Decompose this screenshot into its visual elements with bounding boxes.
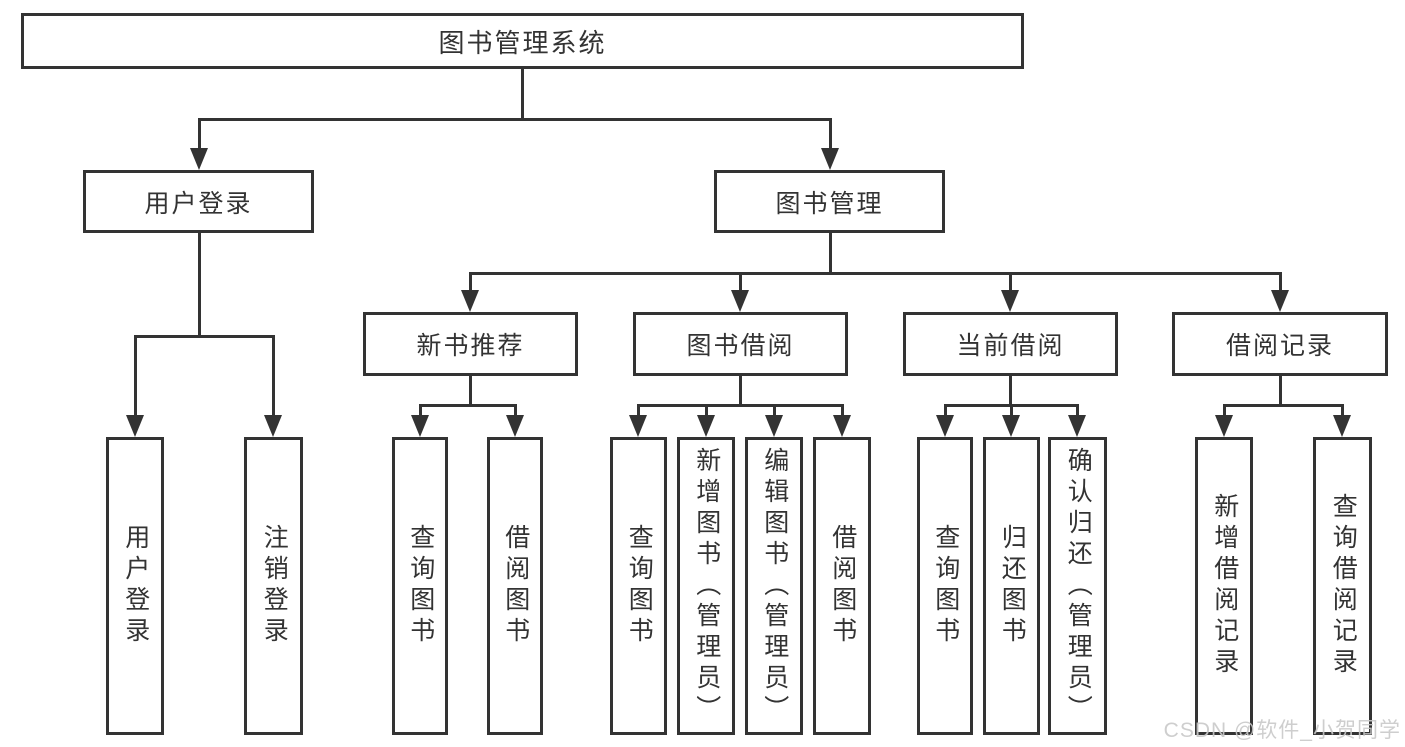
leaf-return-books: 归还图书 [983, 437, 1040, 735]
node-borrowing-records: 借阅记录 [1172, 312, 1388, 376]
connector-line [704, 404, 708, 416]
node-book-borrowing: 图书借阅 [633, 312, 848, 376]
leaf-confirm-return-admin: 确认归还（管理员） [1048, 437, 1107, 735]
node-label: 确认归还（管理员） [1064, 446, 1093, 726]
arrow-down-icon [731, 290, 749, 312]
leaf-borrow-books: 借阅图书 [813, 437, 871, 735]
node-library-management-system: 图书管理系统 [21, 13, 1024, 69]
connector-line [1008, 376, 1012, 406]
leaf-query-borrow-record: 查询借阅记录 [1313, 437, 1372, 735]
arrow-down-icon [1002, 415, 1020, 437]
arrow-down-icon [461, 290, 479, 312]
connector-line [197, 117, 201, 149]
connector-line [1278, 272, 1282, 292]
arrow-down-icon [1215, 415, 1233, 437]
connector-line [1222, 404, 1226, 416]
leaf-query-books-current: 查询图书 [917, 437, 973, 735]
connector-line [636, 404, 844, 407]
node-current-borrowing: 当前借阅 [903, 312, 1118, 376]
connector-line [1008, 272, 1012, 292]
node-label: 查询图书 [625, 524, 654, 648]
node-label: 图书借阅 [686, 332, 795, 360]
arrow-down-icon [833, 415, 851, 437]
arrow-down-icon [629, 415, 647, 437]
node-label: 查询借阅记录 [1329, 493, 1358, 679]
connector-line [271, 335, 275, 415]
node-label: 用户登录 [121, 524, 150, 648]
arrow-down-icon [1068, 415, 1086, 437]
leaf-edit-books-admin: 编辑图书（管理员） [745, 437, 803, 735]
connector-line [418, 404, 517, 407]
connector-line [1075, 404, 1079, 416]
connector-line [738, 376, 742, 406]
connector-line [943, 404, 947, 416]
node-label: 图书管理系统 [438, 27, 607, 58]
node-label: 图书管理 [775, 189, 884, 218]
node-book-management: 图书管理 [714, 170, 945, 233]
connector-line [418, 404, 422, 416]
leaf-add-borrow-record: 新增借阅记录 [1195, 437, 1253, 735]
node-label: 归还图书 [998, 524, 1027, 648]
node-label: 新增图书（管理员） [692, 446, 721, 726]
node-label: 注销登录 [260, 524, 289, 648]
leaf-logout: 注销登录 [244, 437, 303, 735]
node-label: 借阅记录 [1225, 332, 1334, 360]
connector-line [1009, 404, 1013, 416]
node-label: 查询图书 [931, 524, 960, 648]
node-label: 借阅图书 [828, 524, 857, 648]
arrow-down-icon [1271, 290, 1289, 312]
connector-line [772, 404, 776, 416]
connector-line [1222, 404, 1344, 407]
node-label: 用户登录 [144, 189, 253, 218]
leaf-query-books-borrowing: 查询图书 [610, 437, 667, 735]
connector-line [468, 272, 1282, 275]
arrow-down-icon [506, 415, 524, 437]
node-user-login: 用户登录 [83, 170, 314, 233]
node-new-book-recommendation: 新书推荐 [363, 312, 578, 376]
connector-line [828, 233, 832, 275]
connector-line [738, 272, 742, 292]
connector-line [468, 272, 472, 292]
connector-line [520, 69, 524, 119]
arrow-down-icon [1333, 415, 1351, 437]
arrow-down-icon [936, 415, 954, 437]
arrow-down-icon [821, 148, 839, 170]
arrow-down-icon [411, 415, 429, 437]
node-label: 新增借阅记录 [1210, 493, 1239, 679]
node-label: 新书推荐 [416, 332, 525, 360]
node-label: 借阅图书 [501, 524, 530, 648]
node-label: 当前借阅 [956, 332, 1065, 360]
connector-line [636, 404, 640, 416]
connector-line [1340, 404, 1344, 416]
connector-line [840, 404, 844, 416]
leaf-query-books-recommend: 查询图书 [392, 437, 448, 735]
arrow-down-icon [697, 415, 715, 437]
connector-line [133, 335, 275, 338]
node-label: 查询图书 [406, 524, 435, 648]
connector-line [828, 117, 832, 149]
connector-line [133, 335, 137, 415]
arrow-down-icon [765, 415, 783, 437]
connector-line [513, 404, 517, 416]
connector-line [197, 117, 832, 121]
leaf-borrow-books-recommend: 借阅图书 [487, 437, 543, 735]
connector-line [1278, 376, 1282, 406]
arrow-down-icon [190, 148, 208, 170]
leaf-add-books-admin: 新增图书（管理员） [677, 437, 735, 735]
arrow-down-icon [126, 415, 144, 437]
node-label: 编辑图书（管理员） [760, 446, 789, 726]
watermark: CSDN @软件_小贺同学 [1163, 719, 1401, 742]
connector-line [197, 233, 201, 338]
leaf-user-login: 用户登录 [106, 437, 164, 735]
connector-line [468, 376, 472, 406]
arrow-down-icon [264, 415, 282, 437]
arrow-down-icon [1001, 290, 1019, 312]
